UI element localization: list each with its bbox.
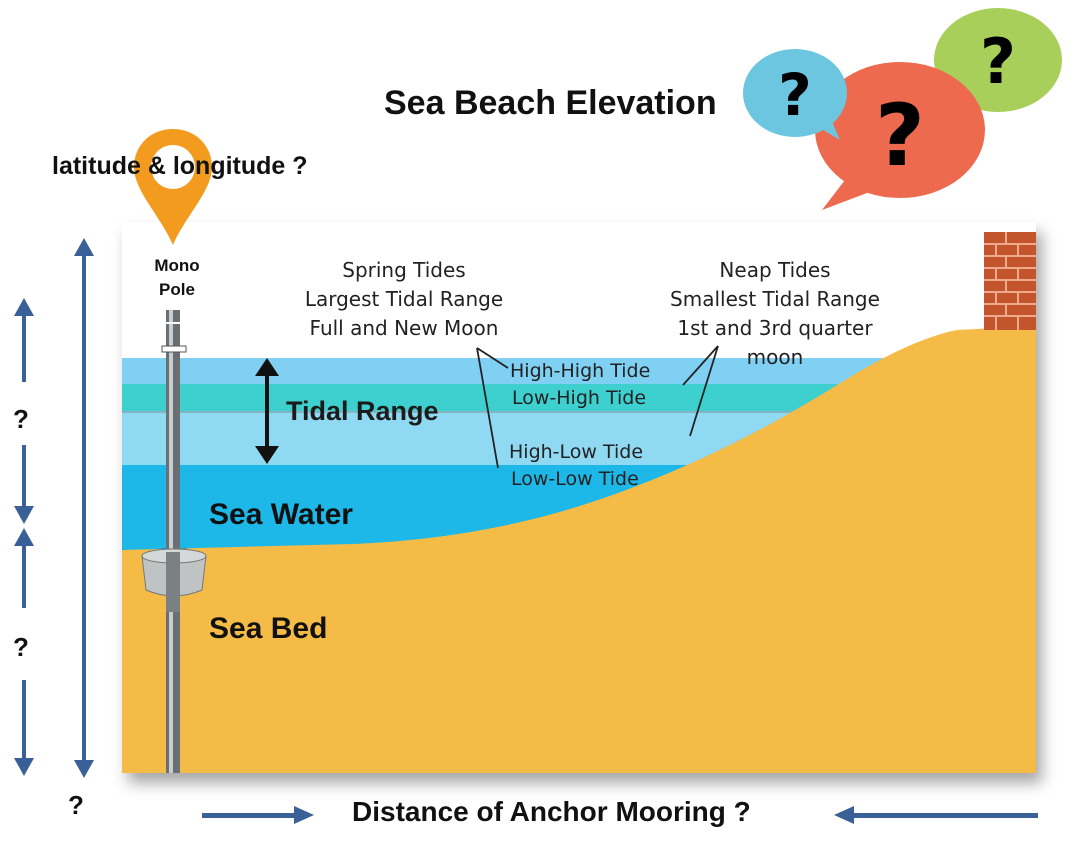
red-question-bubble-icon: ? [815,62,985,210]
total-height-question: ? [68,790,84,820]
question-bubbles-icon: ? ? ? [743,8,1062,210]
tidal-range-arrow-icon [255,358,279,464]
low-high-tide-label: Low-High Tide [512,387,647,409]
tide-diagram: Spring Tides Largest Tidal Range Full an… [122,222,1036,773]
sea-bed-label: Sea Bed [209,612,328,645]
distance-arrows [202,806,1038,824]
brick-wall-icon [984,232,1036,330]
tidal-range-label: Tidal Range [286,396,439,426]
page-title: Sea Beach Elevation [384,84,717,122]
location-pin-icon [134,129,212,245]
pointer-lines [476,345,719,469]
sea-bed-sand [122,326,1036,773]
tide-scene [122,222,1036,773]
spring-tides-line: Spring Tides [342,258,466,282]
neap-tides-line: 1st and 3rd quarter moon [677,316,873,369]
total-height-arrow-icon [82,250,86,768]
distance-arrow-right-icon [202,813,302,818]
seabed-depth-question: ? [13,632,29,662]
low-low-tide-label: Low-Low Tide [511,468,639,490]
mono-pole-icon [141,310,207,773]
high-high-tide-label: High-High Tide [510,360,651,382]
svg-text:?: ? [778,61,812,129]
blue-question-bubble-icon: ? [743,49,847,140]
spring-tides-label: Spring Tides Largest Tidal Range Full an… [304,256,504,343]
distance-label: Distance of Anchor Mooring ? [352,796,751,827]
svg-text:?: ? [875,86,925,186]
sea-water-label: Sea Water [209,498,353,531]
neap-tides-line: Neap Tides [719,258,831,282]
vertical-measure-arrows [14,238,94,778]
mono-pole-label: Mono Pole [154,256,200,299]
spring-tides-line: Largest Tidal Range [304,287,504,311]
neap-tides-label: Neap Tides Smallest Tidal Range 1st and … [650,256,900,372]
spring-tides-line: Full and New Moon [309,316,499,340]
neap-tides-line: Smallest Tidal Range [670,287,880,311]
water-depth-question: ? [13,404,29,434]
svg-text:?: ? [980,25,1016,98]
distance-arrow-left-icon [850,813,1038,818]
high-low-tide-label: High-Low Tide [509,441,644,463]
